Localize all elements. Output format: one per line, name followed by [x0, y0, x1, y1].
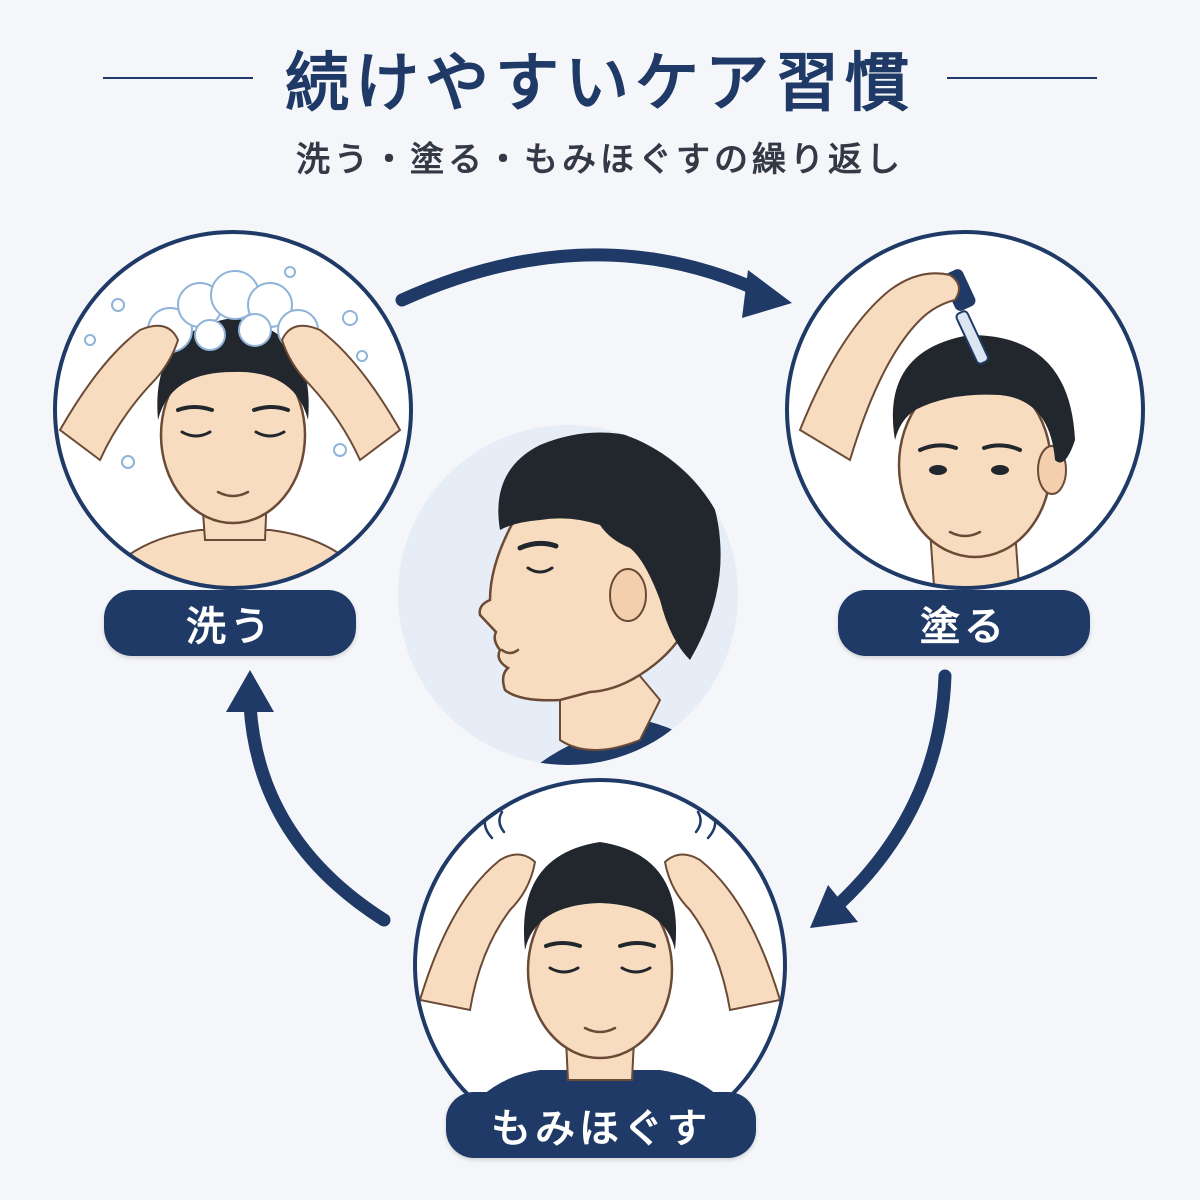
- page-title: 続けやすいケア習慣: [285, 47, 915, 121]
- arrow-wash-to-apply: [395, 248, 792, 318]
- header: 続けやすいケア習慣: [0, 28, 1200, 128]
- title-rule-left: [103, 77, 253, 79]
- step-label-apply: 塗る: [838, 590, 1090, 656]
- wash-illustration: [53, 230, 413, 590]
- center-profile-illustration: [398, 425, 738, 765]
- title-rule-right: [947, 77, 1097, 79]
- page-subtitle: 洗う・塗る・もみほぐすの繰り返し: [296, 140, 904, 180]
- step-label-wash: 洗う: [104, 590, 356, 656]
- arrow-massage-to-wash: [226, 670, 391, 927]
- apply-illustration: [785, 230, 1145, 590]
- step-label-massage: もみほぐす: [446, 1092, 756, 1158]
- arrow-apply-to-massage: [810, 669, 952, 928]
